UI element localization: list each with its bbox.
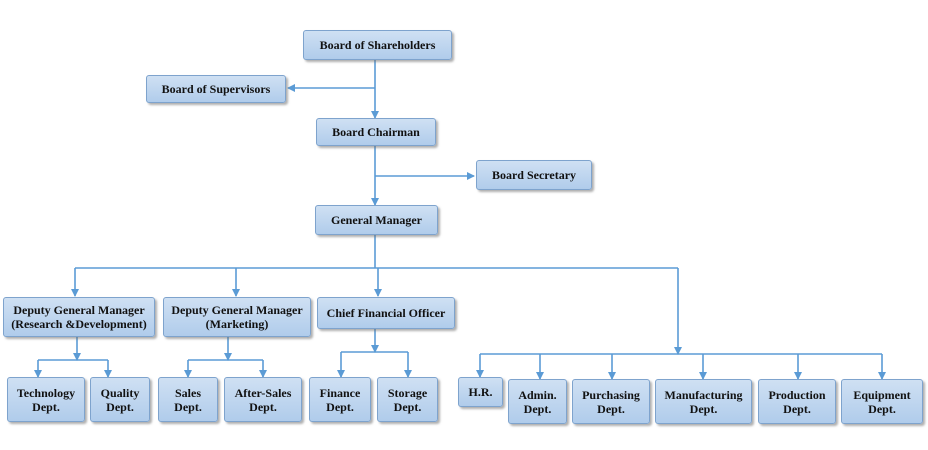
technology-dept-label-line1: Technology bbox=[16, 385, 76, 400]
production-dept-label-line2: Dept. bbox=[783, 401, 811, 416]
production-dept-label-line1: Production bbox=[768, 387, 826, 402]
equipment-dept-box: Equipment Dept. bbox=[841, 379, 923, 424]
admin-dept-label-line1: Admin. bbox=[518, 387, 557, 402]
purchasing-dept-box: Purchasing Dept. bbox=[572, 379, 650, 424]
admin-dept-box: Admin. Dept. bbox=[508, 379, 567, 424]
board-of-shareholders-label: Board of Shareholders bbox=[319, 38, 436, 52]
general-manager-label: General Manager bbox=[331, 213, 422, 227]
manufacturing-dept-box: Manufacturing Dept. bbox=[655, 379, 752, 424]
after-sales-dept-label-line1: After-Sales bbox=[234, 385, 292, 400]
quality-dept-label-line1: Quality bbox=[100, 385, 140, 400]
deputy-gm-marketing-label-line2: (Marketing) bbox=[205, 317, 269, 331]
board-chairman-label: Board Chairman bbox=[332, 125, 420, 139]
purchasing-dept-label-line1: Purchasing bbox=[582, 387, 640, 402]
purchasing-dept-label-line2: Dept. bbox=[597, 401, 625, 416]
board-of-supervisors-box: Board of Supervisors bbox=[146, 75, 286, 103]
quality-dept-box: Quality Dept. bbox=[90, 377, 150, 422]
board-of-supervisors-label: Board of Supervisors bbox=[161, 82, 271, 96]
finance-dept-box: Finance Dept. bbox=[309, 377, 371, 422]
after-sales-dept-label-line2: Dept. bbox=[249, 399, 277, 414]
finance-dept-label-line2: Dept. bbox=[326, 399, 354, 414]
board-chairman-box: Board Chairman bbox=[316, 118, 436, 146]
storage-dept-label-line1: Storage bbox=[387, 385, 428, 400]
technology-dept-label-line2: Dept. bbox=[32, 399, 60, 414]
cfo-label: Chief Financial Officer bbox=[326, 306, 446, 320]
manufacturing-dept-label-line1: Manufacturing bbox=[664, 387, 743, 402]
storage-dept-box: Storage Dept. bbox=[377, 377, 438, 422]
after-sales-dept-box: After-Sales Dept. bbox=[224, 377, 302, 422]
board-of-shareholders-box: Board of Shareholders bbox=[303, 30, 452, 60]
deputy-gm-rd-box: Deputy General Manager (Research &Develo… bbox=[3, 297, 155, 337]
deputy-gm-rd-label-line2: (Research &Development) bbox=[11, 317, 147, 331]
technology-dept-box: Technology Dept. bbox=[7, 377, 85, 422]
manufacturing-dept-label-line2: Dept. bbox=[689, 401, 718, 416]
deputy-gm-rd-label-line1: Deputy General Manager bbox=[13, 303, 145, 317]
storage-dept-label-line2: Dept. bbox=[393, 399, 422, 414]
board-secretary-label: Board Secretary bbox=[491, 168, 577, 182]
production-dept-box: Production Dept. bbox=[758, 379, 836, 424]
deputy-gm-marketing-label-line1: Deputy General Manager bbox=[171, 303, 303, 317]
finance-dept-label-line1: Finance bbox=[319, 385, 361, 400]
sales-dept-box: Sales Dept. bbox=[158, 377, 218, 422]
sales-dept-label-line1: Sales bbox=[174, 385, 201, 400]
hr-label: H.R. bbox=[468, 385, 493, 399]
cfo-box: Chief Financial Officer bbox=[317, 297, 455, 329]
hr-box: H.R. bbox=[458, 377, 503, 407]
quality-dept-label-line2: Dept. bbox=[106, 399, 134, 414]
equipment-dept-label-line2: Dept. bbox=[868, 401, 896, 416]
board-secretary-box: Board Secretary bbox=[476, 160, 592, 190]
sales-dept-label-line2: Dept. bbox=[174, 399, 202, 414]
deputy-gm-marketing-box: Deputy General Manager (Marketing) bbox=[163, 297, 311, 337]
admin-dept-label-line2: Dept. bbox=[523, 401, 552, 416]
general-manager-box: General Manager bbox=[315, 205, 438, 235]
equipment-dept-label-line1: Equipment bbox=[853, 387, 911, 402]
